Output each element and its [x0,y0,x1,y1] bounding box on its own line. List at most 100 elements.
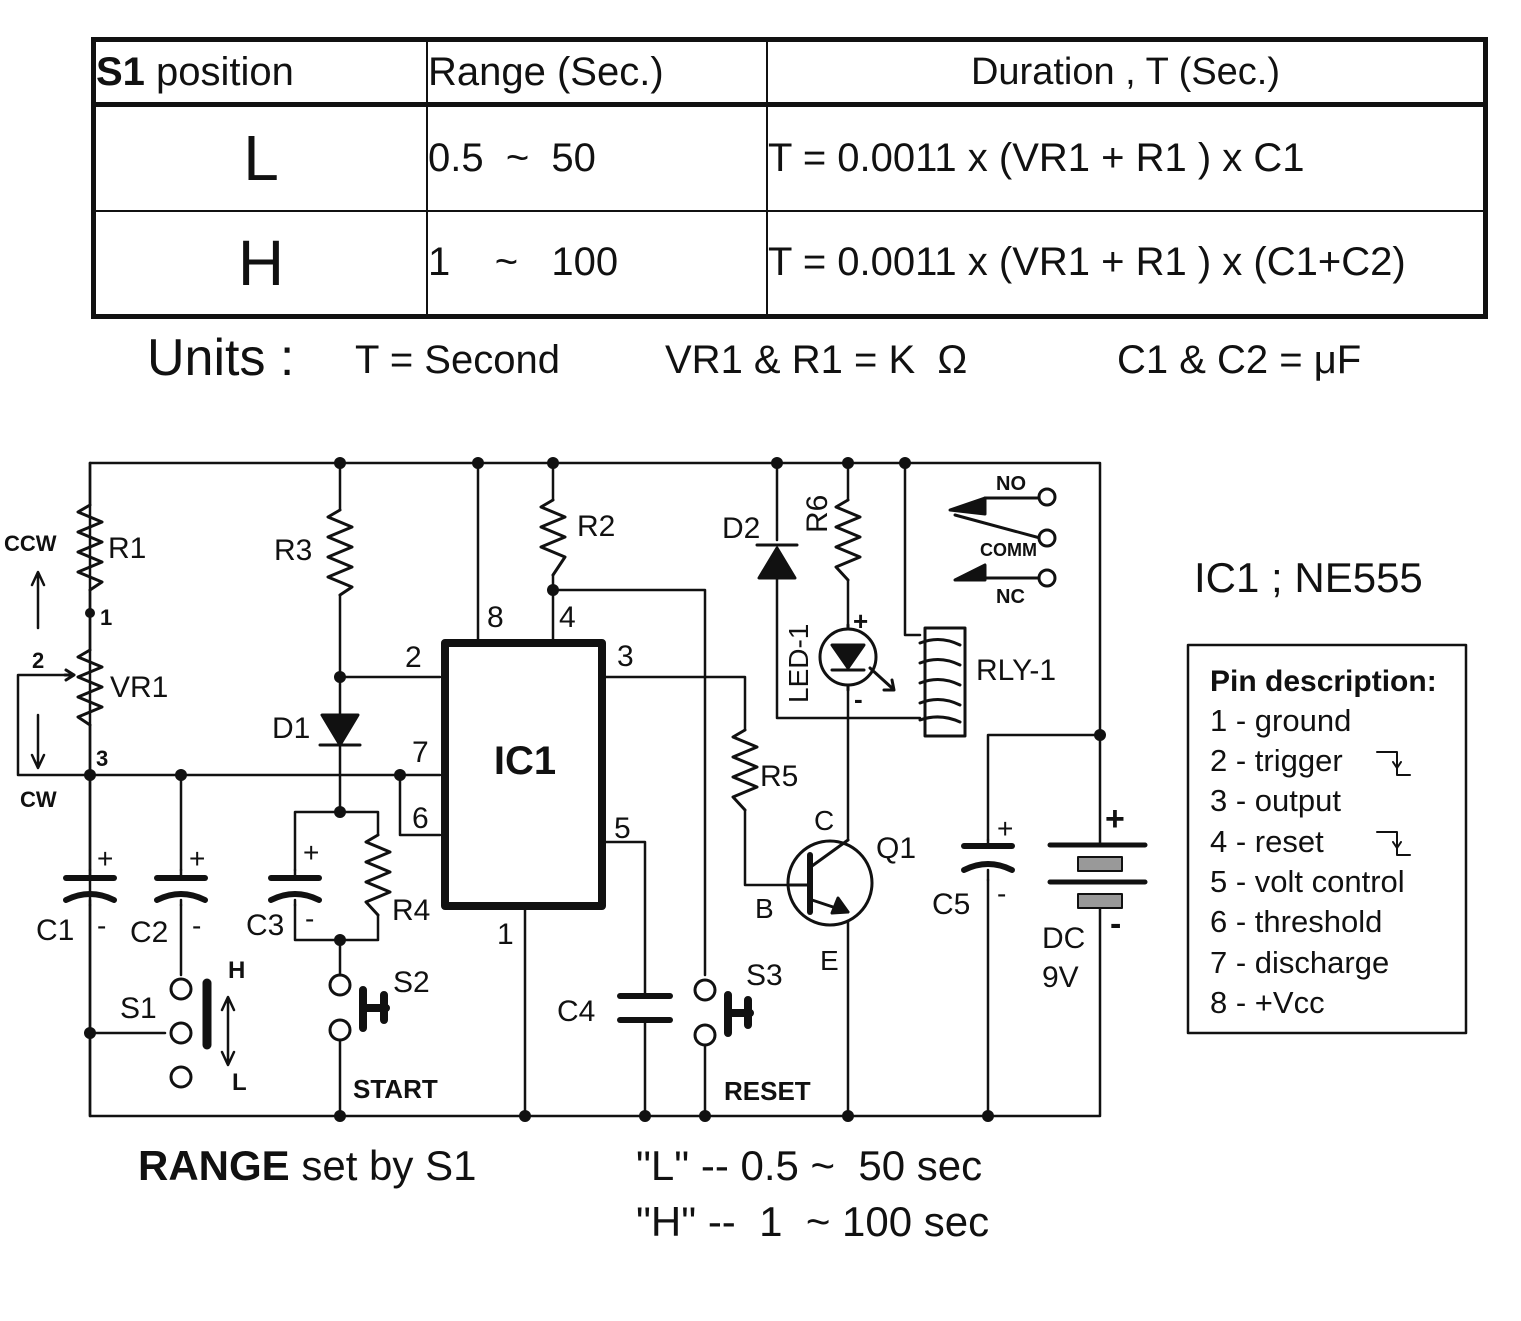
label-vr-pin1: 1 [100,605,112,630]
units-time: T = Second [355,338,560,382]
label-r3: R3 [274,534,312,567]
range-note-low: "L" -- 0.5 ~ 50 sec [636,1142,982,1189]
led-icon [818,623,896,692]
label-r1: R1 [108,532,146,565]
label-r2: R2 [577,510,615,543]
label-led-minus: - [854,684,863,714]
label-c1-minus: - [97,910,106,941]
label-pin1: 1 [497,918,514,951]
label-relay-no: NO [996,473,1026,495]
relay-coil-icon [918,626,967,738]
junction-dots [84,457,1106,1122]
label-s1-high: H [228,957,245,984]
units-capacitance: C1 & C2 = μF [1117,338,1362,382]
row-l-position: L [92,103,428,212]
falling-edge-icon [1376,751,1411,856]
label-c5-plus: + [997,813,1013,844]
header-range: Range (Sec.) [426,38,768,107]
header-s1-position: S1 position [92,38,428,107]
pin-item: 3 - output [1210,783,1341,818]
pin-item: 5 - volt control [1210,864,1405,899]
wiper-arrow-icon [63,668,76,682]
label-c2-plus: + [189,843,205,874]
label-relay-nc: NC [996,586,1025,608]
label-pin5: 5 [614,812,631,845]
label-r5: R5 [760,760,798,793]
label-q1: Q1 [876,832,916,865]
label-r6: R6 [801,495,834,533]
ic1-chip [441,639,606,910]
table-row: H 1 ~ 100 T = 0.0011 x (VR1 + R1 ) x (C1… [92,209,1487,318]
label-pin4: 4 [559,601,576,634]
label-c2: C2 [130,916,168,949]
label-c3-minus: - [305,903,314,934]
pin-item: 1 - ground [1210,703,1351,738]
table-row: L 0.5 ~ 50 T = 0.0011 x (VR1 + R1 ) x C1 [92,103,1487,212]
label-transistor-c: C [814,805,834,836]
label-s1-low: L [232,1069,247,1096]
label-d2: D2 [722,512,760,545]
relay-contacts-icon [948,487,1057,588]
range-note: RANGE set by S1 [138,1142,476,1189]
label-transistor-b: B [755,893,774,924]
units-resistance: VR1 & R1 = K Ω [665,338,968,382]
label-pin8: 8 [487,601,504,634]
switch-icon [169,973,754,1089]
label-pin2: 2 [405,641,422,674]
label-r4: R4 [392,894,430,927]
label-rly1: RLY-1 [976,654,1056,687]
label-battery-plus: + [1105,800,1125,838]
label-c2-minus: - [192,910,201,941]
resistor-icon [76,498,862,917]
transistor-icon [786,838,874,927]
label-reset: RESET [724,1076,811,1106]
label-battery: DC [1042,922,1085,955]
ic-title: IC1 ; NE555 [1194,554,1423,601]
label-battery-voltage: 9V [1042,961,1079,994]
spec-table: S1 position Range (Sec.) Duration , T (S… [91,37,1488,319]
pin-item: 7 - discharge [1210,945,1389,980]
label-start: START [353,1074,438,1104]
label-c1: C1 [36,914,74,947]
label-relay-comm: COMM [980,540,1037,560]
label-c3: C3 [246,909,284,942]
label-ccw: CCW [4,531,57,556]
battery-icon [1047,842,1148,909]
label-battery-minus: - [1110,905,1121,943]
pin-description-title: Pin description: [1210,665,1437,698]
units-line: Units : T = Second VR1 & R1 = K Ω C1 & C… [147,329,1447,390]
pin-item: 8 - +Vcc [1210,985,1325,1020]
label-c5: C5 [932,888,970,921]
label-pin7: 7 [412,736,429,769]
row-l-range: 0.5 ~ 50 [426,103,768,212]
label-s3: S3 [746,959,783,992]
pin-description-box [1186,643,1468,1035]
row-l-formula: T = 0.0011 x (VR1 + R1 ) x C1 [766,103,1487,212]
ic1-chip-label: IC1 [494,739,556,783]
table-header-row: S1 position Range (Sec.) Duration , T (S… [92,38,1487,107]
label-led1: LED-1 [783,624,814,703]
row-h-formula: T = 0.0011 x (VR1 + R1 ) x (C1+C2) [766,209,1487,318]
label-transistor-e: E [820,945,839,976]
label-d1: D1 [272,712,310,745]
pin-item: 4 - reset [1210,824,1324,859]
header-duration: Duration , T (Sec.) [766,38,1487,107]
row-h-range: 1 ~ 100 [426,209,768,318]
row-h-position: H [92,209,428,318]
label-c5-minus: - [997,878,1006,909]
pin-item: 2 - trigger [1210,743,1343,778]
direction-arrows [30,570,46,770]
label-led-plus: + [853,606,868,636]
range-note-high: "H" -- 1 ~ 100 sec [636,1198,989,1245]
label-s1: S1 [120,992,157,1025]
label-vr-pin2: 2 [32,648,44,673]
pin-item: 6 - threshold [1210,904,1382,939]
diode-icon [318,543,799,747]
label-pin6: 6 [412,802,429,835]
label-c3-plus: + [303,837,319,868]
label-c1-plus: + [97,843,113,874]
label-pin3: 3 [617,640,634,673]
units-label: Units : [147,329,295,387]
label-vr1: VR1 [110,671,168,704]
